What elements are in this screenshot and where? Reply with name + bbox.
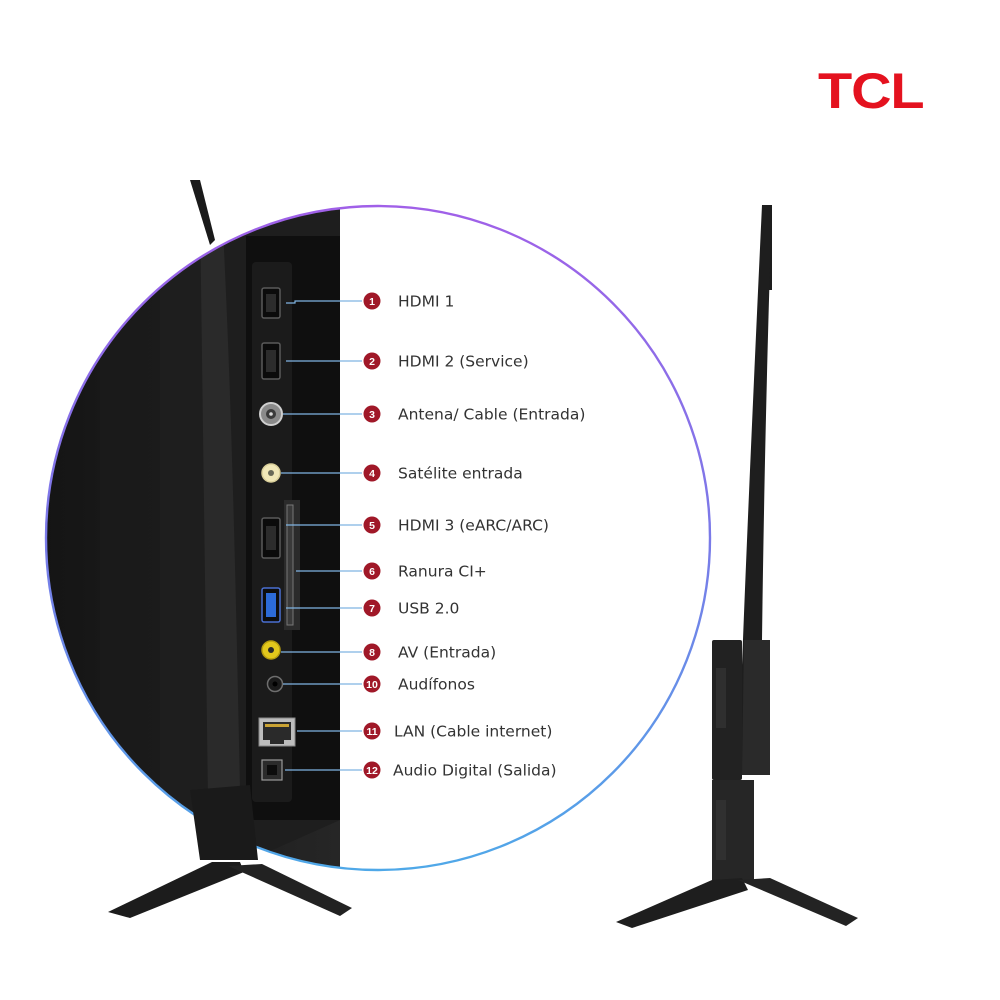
port-label: HDMI 2 (Service) [398, 353, 529, 371]
callout-bullet [363, 405, 381, 423]
callout-number: 3 [369, 409, 375, 421]
usb-port-icon [261, 587, 281, 623]
callout-number: 11 [366, 726, 377, 738]
right-tv-side [616, 205, 858, 928]
optical-port-icon [261, 759, 283, 781]
port-label: Audio Digital (Salida) [393, 762, 557, 780]
callout-number: 2 [369, 356, 375, 368]
port-label: Ranura CI+ [398, 563, 487, 581]
port-label: HDMI 1 [398, 293, 454, 311]
callout-number: 1 [369, 296, 375, 308]
callout-bullet [363, 292, 381, 310]
hdmi-2-port-icon [261, 342, 281, 380]
callout-bullet [363, 675, 381, 693]
ci-slot-icon [286, 504, 294, 626]
hdmi-1-port-icon [261, 287, 281, 319]
port-callouts: 1 HDMI 1 2 HDMI 2 (Service) 3 Antena/ Cable (… [363, 292, 585, 780]
hdmi-3-port-icon [261, 517, 281, 559]
callout-number: 5 [369, 520, 375, 532]
callout-bullet [363, 722, 381, 740]
leader-lines [281, 300, 362, 771]
rca-port-icon [261, 640, 281, 660]
left-tv-side [108, 180, 352, 918]
callout-number: 12 [366, 765, 378, 777]
zoom-ring [44, 204, 712, 872]
port-label: AV (Entrada) [398, 644, 496, 662]
port-label: LAN (Cable internet) [394, 723, 552, 741]
callout-bullet [363, 643, 381, 661]
callout-bullet [363, 352, 381, 370]
tcl-logo: TCL [818, 63, 925, 119]
satellite-port-icon [261, 463, 281, 483]
callout-number: 7 [369, 603, 375, 615]
callout-bullet [363, 562, 381, 580]
callout-bullet [363, 516, 381, 534]
callout-number: 8 [369, 647, 375, 659]
callout-number: 4 [369, 468, 375, 480]
coax-port-icon [259, 402, 283, 426]
callout-bullet [363, 464, 381, 482]
port-label: Audífonos [398, 676, 475, 694]
headphone-jack-icon [266, 675, 284, 693]
port-label: Satélite entrada [398, 465, 523, 483]
callout-number: 6 [369, 566, 375, 578]
port-label: HDMI 3 (eARC/ARC) [398, 517, 549, 535]
ethernet-port-icon [258, 717, 296, 747]
callout-number: 10 [366, 679, 378, 691]
port-label: Antena/ Cable (Entrada) [398, 406, 585, 424]
callout-bullet [363, 761, 381, 779]
callout-bullet [363, 599, 381, 617]
port-label: USB 2.0 [398, 600, 459, 618]
